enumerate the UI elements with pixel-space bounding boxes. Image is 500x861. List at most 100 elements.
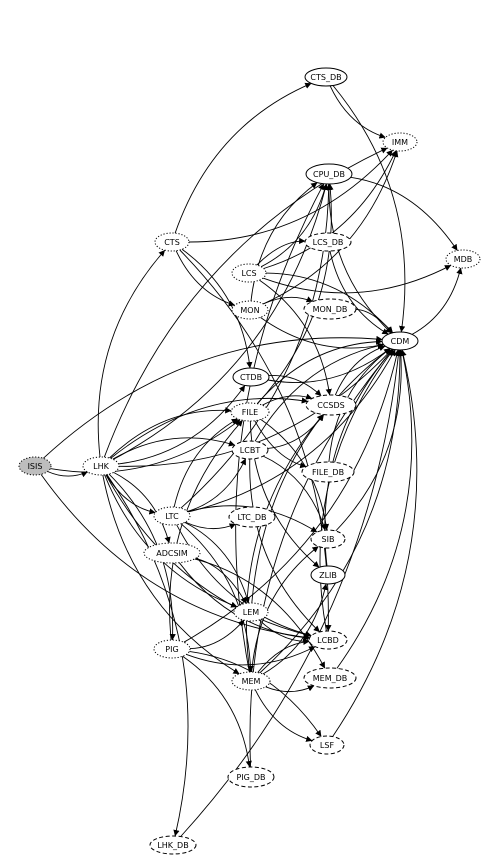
node-label: ZLIB: [319, 571, 337, 580]
edge-ltc-to-lcbd: [176, 524, 312, 638]
edge-lsf-to-cdm: [332, 349, 418, 737]
edge-cts-to-mon: [175, 250, 236, 307]
node-shape: [230, 402, 270, 422]
edge-mem-to-mem_db: [265, 685, 315, 693]
edge-file-to-file_db: [254, 420, 307, 469]
node-label: LCS_DB: [313, 238, 344, 247]
node-shape: [303, 667, 357, 689]
node-label: IMM: [392, 138, 408, 147]
node-shape: [301, 461, 355, 483]
edge-ltc-to-cdm: [188, 349, 396, 513]
node-lsf: LSF: [309, 735, 345, 755]
node-ltc-db: LTC_DB: [228, 506, 276, 528]
node-mdb: MDB: [445, 249, 481, 269]
node-shape: [143, 542, 201, 564]
edge-lhk-to-mem: [102, 474, 240, 675]
node-shape: [153, 506, 191, 526]
node-shape: [382, 132, 418, 152]
edge-cdm-to-mdb: [411, 267, 463, 335]
node-lhk: LHK: [82, 456, 120, 476]
node-shape: [308, 630, 348, 650]
node-lhk-db: LHK_DB: [149, 835, 197, 855]
node-shape: [18, 456, 52, 476]
edge-lhk-to-lem: [104, 474, 238, 608]
node-shape: [154, 232, 190, 252]
node-label: CTS_DB: [310, 73, 341, 82]
node-label: LEM: [243, 608, 260, 617]
edge-lhk-to-lcbt: [112, 437, 236, 460]
edge-cts_db-to-cdm: [332, 85, 406, 333]
node-isis: ISIS: [18, 456, 52, 476]
edge-lhk_db-to-cdm: [180, 349, 402, 837]
edge-cts_db-to-imm: [329, 85, 386, 139]
node-shape: [305, 163, 353, 185]
node-lcbt: LCBT: [231, 440, 269, 460]
edge-sib-to-cdm: [335, 349, 405, 532]
edge-lcbt-to-sib: [263, 455, 327, 531]
edge-ltc-to-file: [173, 418, 239, 508]
node-file-db: FILE_DB: [301, 461, 355, 483]
edge-ltc-to-lem: [184, 521, 250, 604]
edge-lcbt-to-cdm: [254, 342, 384, 442]
edge-ctdb-to-ccsds: [268, 374, 322, 397]
edge-mon_db-to-cdm: [355, 308, 394, 334]
node-label: MON_DB: [313, 305, 348, 314]
node-cdm: CDM: [381, 331, 419, 351]
node-label: ISIS: [28, 462, 43, 471]
node-label: CCSDS: [317, 401, 345, 410]
node-label: LHK: [93, 462, 109, 471]
node-shape: [304, 67, 348, 87]
node-shape: [305, 394, 357, 416]
node-label: SIB: [322, 535, 335, 544]
edge-pig-to-lem: [189, 619, 245, 650]
edge-ltc-to-ltc_db: [185, 521, 236, 530]
node-shape: [231, 263, 267, 283]
node-label: LCS: [241, 269, 256, 278]
edge-mem-to-lcbd: [257, 638, 310, 673]
edge-isis-to-lcbd: [40, 474, 310, 641]
edge-ctdb-to-cdm: [267, 348, 391, 383]
edge-lcbt-to-lcbd: [249, 458, 320, 633]
node-shape: [310, 565, 346, 585]
edge-isis-to-file: [50, 419, 241, 473]
node-adcsim: ADCSIM: [143, 542, 201, 564]
node-label: MEM_DB: [313, 674, 348, 683]
node-mem-db: MEM_DB: [303, 667, 357, 689]
node-label: LTC_DB: [237, 513, 266, 522]
node-lem: LEM: [233, 602, 269, 622]
node-shape: [310, 529, 346, 549]
node-label: FILE_DB: [312, 468, 344, 477]
edge-file-to-ccsds: [262, 393, 313, 406]
edge-ltc-to-mem: [180, 523, 254, 673]
node-label: PIG: [165, 645, 178, 654]
node-lcs: LCS: [231, 263, 267, 283]
edge-isis-to-lhk: [47, 471, 88, 478]
node-lcs-db: LCS_DB: [304, 232, 352, 252]
node-pig-db: PIG_DB: [227, 766, 275, 788]
node-sib: SIB: [310, 529, 346, 549]
edge-pig_db-to-cdm: [249, 349, 394, 768]
node-shape: [233, 602, 269, 622]
edge-cts-to-ctdb: [181, 248, 253, 369]
edge-mon-to-cdm: [260, 317, 384, 349]
node-label: PIG_DB: [236, 773, 265, 782]
edge-lhk-to-ccsds: [110, 397, 309, 459]
edge-cts-to-imm: [188, 149, 393, 243]
node-shape: [381, 331, 419, 351]
edge-lhk-to-adcsim: [113, 471, 171, 544]
node-ltc: LTC: [153, 506, 191, 526]
node-shape: [445, 249, 481, 269]
node-shape: [231, 440, 269, 460]
node-label: ADCSIM: [156, 549, 188, 558]
node-label: CTDB: [240, 373, 262, 382]
node-shape: [82, 456, 120, 476]
edge-file-to-cdm: [256, 338, 383, 404]
node-shape: [228, 506, 276, 528]
node-ctdb: CTDB: [232, 367, 270, 387]
node-label: LTC: [165, 512, 179, 521]
node-lcbd: LCBD: [308, 630, 348, 650]
edge-lcs-to-mdb: [262, 264, 452, 294]
node-file: FILE: [230, 402, 270, 422]
